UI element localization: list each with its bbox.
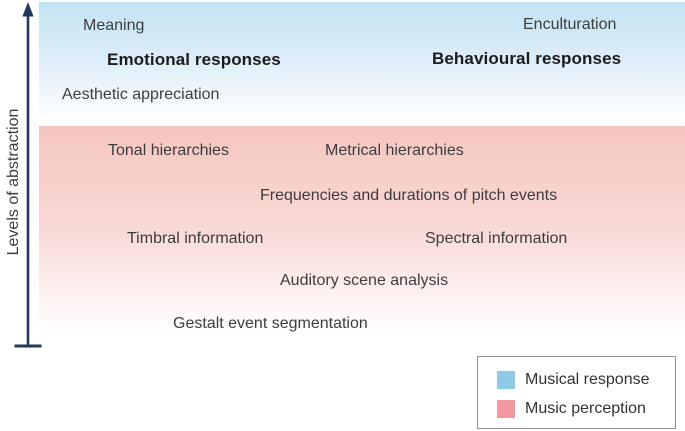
legend-swatch-musical-response xyxy=(497,370,515,389)
legend-item-musical-response: Musical response xyxy=(497,370,675,389)
legend-swatch-music-perception xyxy=(497,399,515,418)
abstraction-axis xyxy=(14,2,42,348)
label-emotional-responses: Emotional responses xyxy=(107,50,281,69)
axis-arrow-up-icon xyxy=(22,2,34,17)
music-perception-region xyxy=(39,126,685,344)
legend-label-music-perception: Music perception xyxy=(525,400,646,417)
axis-label: Levels of abstraction xyxy=(5,108,22,256)
label-aesthetic-appreciation: Aesthetic appreciation xyxy=(62,86,220,103)
label-behavioural-responses: Behavioural responses xyxy=(432,49,622,68)
label-frequencies-durations: Frequencies and durations of pitch event… xyxy=(260,187,558,204)
musical-response-region xyxy=(39,2,685,126)
label-metrical-hierarchies: Metrical hierarchies xyxy=(325,142,464,159)
legend-item-music-perception: Music perception xyxy=(497,399,675,418)
legend: Musical response Music perception xyxy=(477,356,676,429)
legend-label-musical-response: Musical response xyxy=(525,371,650,388)
label-enculturation: Enculturation xyxy=(523,16,617,33)
label-auditory-scene-analysis: Auditory scene analysis xyxy=(280,272,449,289)
label-timbral-information: Timbral information xyxy=(127,230,264,247)
label-gestalt-event-segmentation: Gestalt event segmentation xyxy=(173,315,368,332)
label-meaning: Meaning xyxy=(83,17,145,34)
label-spectral-information: Spectral information xyxy=(425,230,568,247)
label-tonal-hierarchies: Tonal hierarchies xyxy=(108,142,229,159)
